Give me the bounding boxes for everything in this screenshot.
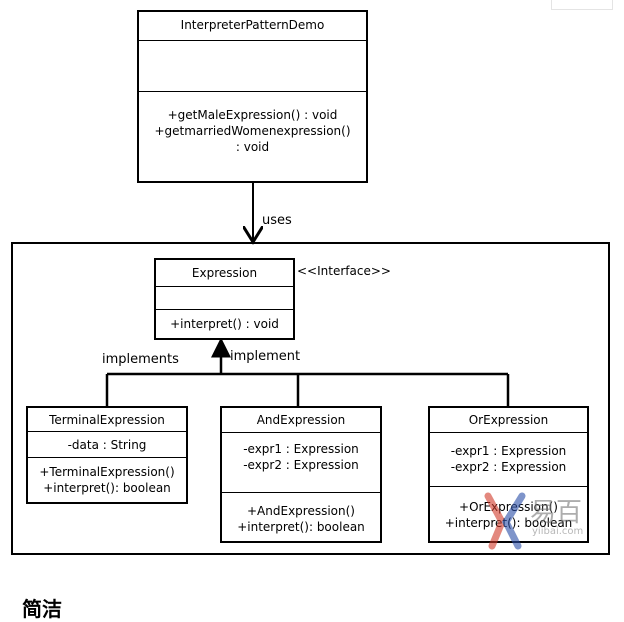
implement-label: implement	[230, 349, 301, 364]
class-attributes: -expr1 : Expression -expr2 : Expression	[430, 433, 587, 487]
uses-label: uses	[262, 213, 292, 228]
uml-page: { "diagram": { "demo_class": { "name": "…	[11, 0, 613, 621]
connector-lines	[11, 182, 610, 555]
method: +interpret(): boolean	[237, 520, 365, 534]
method: +AndExpression()	[247, 504, 355, 518]
interface-stereotype: <<Interface>>	[297, 264, 391, 278]
class-name: TerminalExpression	[28, 408, 186, 432]
class-or-expression: OrExpression -expr1 : Expression -expr2 …	[428, 406, 589, 543]
method: +TerminalExpression()	[39, 465, 175, 479]
class-name: InterpreterPatternDemo	[139, 12, 366, 41]
class-interpreter-pattern-demo: InterpreterPatternDemo +getMaleExpressio…	[137, 10, 368, 183]
package-frame	[11, 242, 610, 555]
interface-expression: Expression +interpret() : void	[154, 258, 295, 340]
attribute: -expr2 : Expression	[450, 460, 567, 474]
attribute: -expr1 : Expression	[450, 444, 567, 458]
class-name: OrExpression	[430, 408, 587, 433]
implements-label: implements	[102, 352, 179, 367]
class-terminal-expression: TerminalExpression -data : String +Termi…	[26, 406, 188, 504]
class-attributes: -data : String	[28, 432, 186, 458]
watermark-mark-icon	[484, 492, 526, 550]
method: +getMaleExpression() : void	[167, 108, 338, 122]
class-attributes	[139, 41, 366, 92]
interface-methods: +interpret() : void	[156, 310, 293, 332]
class-methods: +AndExpression() +interpret(): boolean	[222, 493, 380, 535]
attribute: -expr1 : Expression	[243, 442, 359, 456]
attribute: -expr2 : Expression	[243, 458, 359, 472]
method: +interpret() : void	[170, 317, 279, 331]
watermark-site: yiibai.com	[532, 526, 584, 537]
class-name: AndExpression	[222, 408, 380, 433]
corner-placeholder	[551, 0, 613, 10]
watermark-logo: 易百 yiibai.com	[482, 490, 610, 552]
class-attributes: -expr1 : Expression -expr2 : Expression	[222, 433, 380, 493]
class-methods: +getMaleExpression() : void +getmarriedW…	[139, 92, 366, 155]
interface-attributes	[156, 287, 293, 310]
interface-name: Expression	[156, 260, 293, 287]
attribute: -data : String	[67, 438, 147, 452]
method: : void	[235, 140, 270, 154]
method: +interpret(): boolean	[43, 481, 171, 495]
method: +OrExpression()	[459, 500, 558, 514]
footer-heading: 简洁	[22, 597, 62, 621]
class-methods: +TerminalExpression() +interpret(): bool…	[28, 458, 186, 496]
method: +getmarriedWomenexpression()	[154, 124, 351, 138]
class-and-expression: AndExpression -expr1 : Expression -expr2…	[220, 406, 382, 543]
watermark-brand: 易百	[530, 498, 583, 528]
